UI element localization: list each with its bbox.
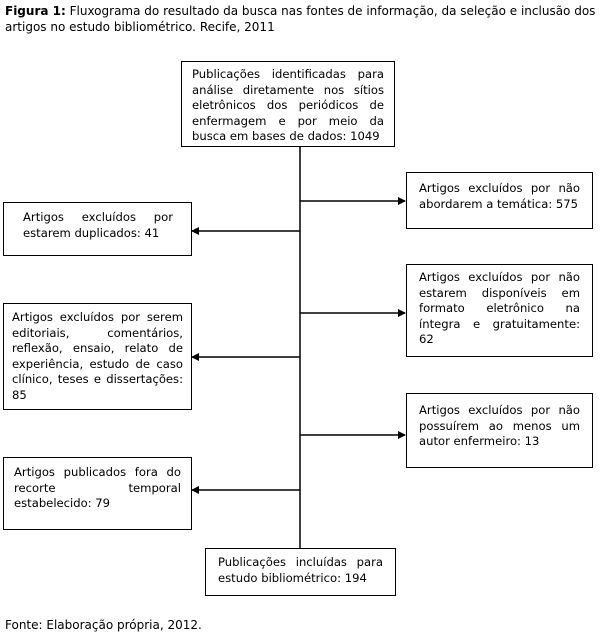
box-excluded-unavailable: Artigos excluídos por não estarem dispon… (406, 264, 593, 357)
box-excluded-type: Artigos excluídos por serem editoriais, … (3, 303, 192, 410)
figure-caption: Figura 1: Fluxograma do resultado da bus… (5, 3, 597, 35)
box-excluded-duplicates: Artigos excluídos por estarem duplicados… (3, 202, 192, 256)
caption-text: Fluxograma do resultado da busca nas fon… (5, 4, 596, 34)
caption-label: Figura 1: (5, 4, 66, 18)
box-excluded-no-nurse-author: Artigos excluídos por não possuírem ao m… (406, 393, 593, 468)
box-included-publications: Publicações incluídas para estudo biblio… (205, 548, 396, 596)
box-excluded-theme: Artigos excluídos por não abordarem a te… (406, 172, 593, 229)
box-identified-publications: Publicações identificadas para análise d… (181, 61, 395, 147)
source-note: Fonte: Elaboração própria, 2012. (5, 618, 202, 632)
box-excluded-time-frame: Artigos publicados fora do recorte tempo… (3, 457, 192, 530)
